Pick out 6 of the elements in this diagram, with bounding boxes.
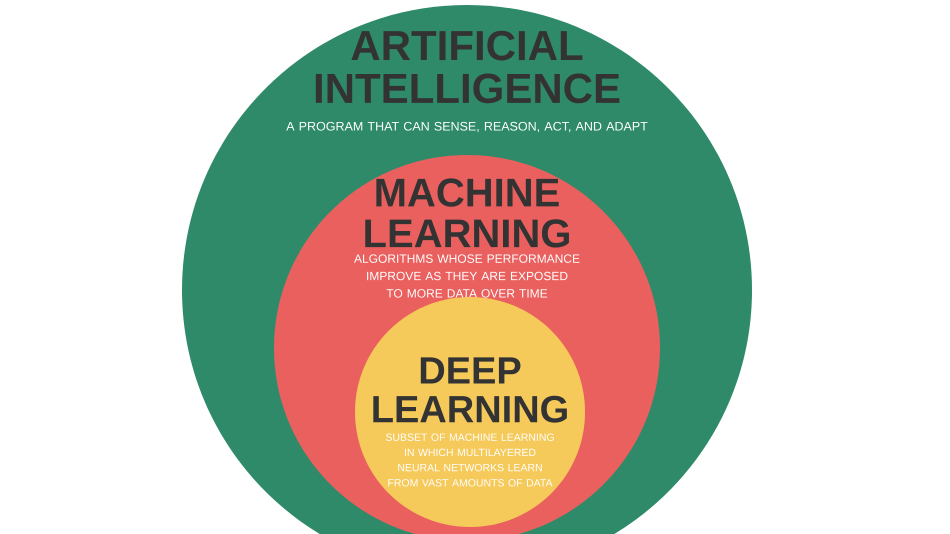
circle-title: DEEP LEARNING bbox=[373, 357, 567, 423]
description: A PROGRAM THAT CAN SENSE, REASON, ACT, AND ADAPT bbox=[286, 122, 648, 132]
description: SUBSET OF MACHINE LEARNING IN WHICH MULTILAYERED NEURAL NETWORKS LEARN FROM VAST AMOUNTS OF DATA bbox=[386, 433, 554, 487]
circle-title: MACHINE LEARNING bbox=[365, 178, 569, 248]
description: ALGORITHMS WHOSE PERFORMANCE IMPROVE AS THEY ARE EXPOSED TO MORE DATA OVER TIME bbox=[354, 254, 580, 298]
circle-title: ARTIFICIAL INTELLIGENCE bbox=[316, 30, 620, 104]
